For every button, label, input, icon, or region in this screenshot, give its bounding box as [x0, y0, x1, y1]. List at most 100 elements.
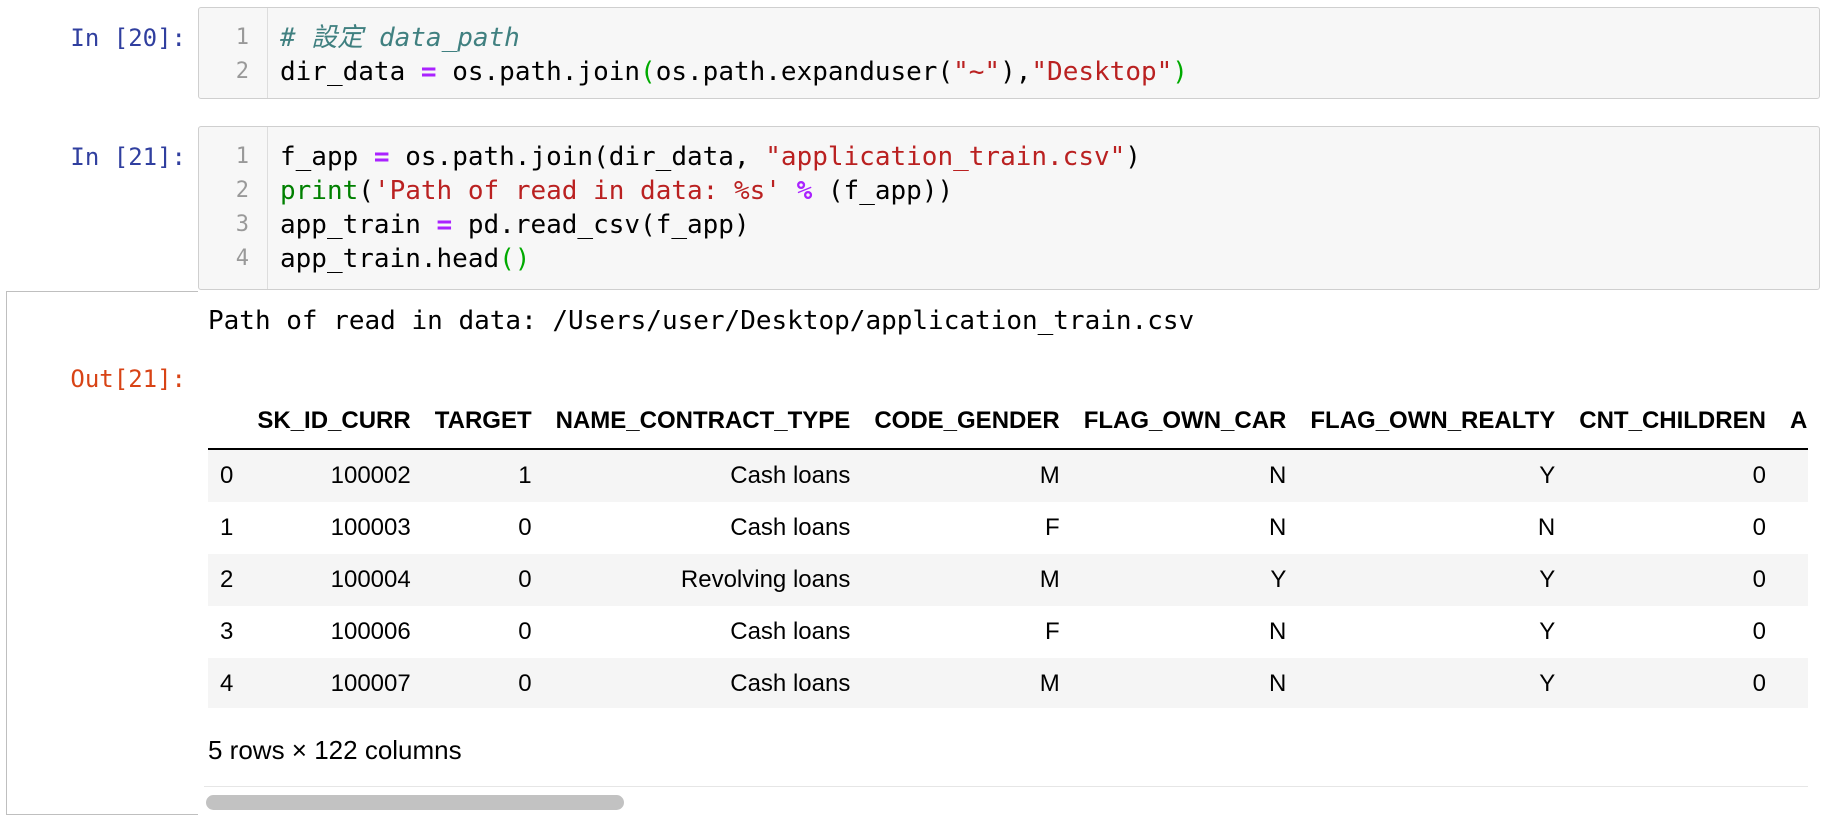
code-token: [781, 176, 797, 206]
row-index: 2: [220, 566, 234, 593]
table-cell: N: [1269, 618, 1287, 645]
output-prompt-21: Out[21]:: [70, 365, 186, 393]
row-index: 1: [220, 514, 234, 541]
code-token: "Desktop": [1031, 57, 1173, 87]
row-index: 3: [220, 618, 234, 645]
line-number: 1: [235, 144, 249, 169]
table-cell: 0: [1752, 670, 1766, 697]
index-header: [208, 394, 246, 450]
code-line: dir_data = os.path.join(os.path.expandus…: [280, 55, 1188, 89]
line-number: 3: [235, 212, 249, 237]
table-cell: 0: [518, 618, 532, 645]
table-cell: F: [1045, 514, 1060, 541]
table-cell: 100004: [330, 566, 411, 593]
code-token: f_app: [280, 142, 374, 172]
code-token: "~": [953, 57, 1001, 87]
table-cell: N: [1269, 514, 1287, 541]
table-cell: Y: [1539, 670, 1556, 697]
input-prompt-21: In [21]:: [70, 143, 186, 171]
code-token: =: [436, 210, 453, 240]
code-token: "application_train.csv": [765, 142, 1126, 172]
code-token: print: [280, 176, 359, 206]
table-cell: M: [1039, 670, 1060, 697]
table-cell: Y: [1539, 566, 1556, 593]
column-header: SK_ID_CURR: [245, 394, 423, 450]
horizontal-scrollbar[interactable]: [204, 786, 1808, 813]
table-cell: 0: [1752, 514, 1766, 541]
code-line: app_train = pd.read_csv(f_app): [280, 208, 750, 242]
table-cell: 0: [1752, 566, 1766, 593]
code-token: pd.read_csv(f_app): [452, 210, 750, 240]
code-cell-21[interactable]: 1 2 3 4 f_app = os.path.join(dir_data, "…: [198, 126, 1820, 290]
table-cell: 100003: [330, 514, 411, 541]
code-line: f_app = os.path.join(dir_data, "applicat…: [280, 140, 1141, 174]
code-line: # 設定 data_path: [280, 21, 520, 55]
code-token: # 設定 data_path: [280, 23, 520, 53]
table-cell: Cash loans: [730, 618, 851, 645]
table-cell: N: [1537, 514, 1556, 541]
code-token: ): [1125, 142, 1141, 172]
table-row: 1 100003 0 Cash loans F N N 0: [208, 502, 1808, 554]
column-header: CODE_GENDER: [862, 394, 1072, 450]
code-token: (f_app)): [812, 176, 954, 206]
line-number-gutter: 1 2 3 4: [199, 127, 268, 289]
table-cell: 100002: [330, 462, 411, 489]
code-token: os.path.join: [436, 57, 641, 87]
table-cell: Y: [1270, 566, 1287, 593]
table-cell: M: [1039, 566, 1060, 593]
table-cell: 0: [518, 670, 532, 697]
code-token: (: [640, 57, 656, 87]
table-cell: Cash loans: [730, 462, 851, 489]
table-cell: [1778, 554, 1808, 606]
code-token: (): [499, 244, 531, 274]
code-token: os.path.expanduser(: [655, 57, 954, 87]
code-token: 'Path of read in data: %s': [373, 176, 781, 206]
line-number: 2: [235, 59, 249, 84]
code-line: app_train.head(): [280, 242, 530, 276]
code-token: ): [1172, 57, 1188, 87]
table-cell: Cash loans: [730, 670, 851, 697]
table-cell: N: [1269, 670, 1287, 697]
table-cell: Revolving loans: [680, 566, 851, 593]
table-cell: 0: [1752, 462, 1766, 489]
table-cell: Y: [1539, 462, 1556, 489]
code-token: =: [420, 57, 437, 87]
code-token: os.path.join(dir_data,: [389, 142, 766, 172]
stdout-text: Path of read in data: /Users/user/Deskto…: [208, 306, 1195, 336]
table-cell: 0: [518, 514, 532, 541]
code-token: =: [373, 142, 390, 172]
table-cell: F: [1045, 618, 1060, 645]
column-header: FLAG_OWN_CAR: [1071, 394, 1299, 450]
scrollbar-thumb[interactable]: [206, 795, 624, 810]
column-header: FLAG_OWN_REALTY: [1298, 394, 1568, 450]
code-token: dir_data: [280, 57, 421, 87]
output-collapser[interactable]: [6, 291, 198, 815]
table-cell: Cash loans: [730, 514, 851, 541]
table-cell: [1778, 606, 1808, 658]
table-cell: N: [1269, 462, 1287, 489]
code-token: ),: [1000, 57, 1032, 87]
column-header: TARGET: [422, 394, 544, 450]
code-line: print('Path of read in data: %s' % (f_ap…: [280, 174, 953, 208]
line-number-gutter: 1 2: [199, 8, 268, 98]
table-cell: Y: [1539, 618, 1556, 645]
table-cell: [1778, 502, 1808, 554]
code-token: %: [796, 176, 813, 206]
table-cell: M: [1039, 462, 1060, 489]
table-cell: [1778, 449, 1808, 502]
row-index: 0: [220, 462, 234, 489]
line-number: 1: [235, 25, 249, 50]
column-header: NAME_CONTRACT_TYPE: [543, 394, 863, 450]
code-token: app_train: [280, 210, 437, 240]
table-cell: 0: [1752, 618, 1766, 645]
code-token: (: [358, 176, 374, 206]
row-index: 4: [220, 670, 234, 697]
code-cell-20[interactable]: 1 2 # 設定 data_path dir_data = os.path.jo…: [198, 7, 1820, 99]
line-number: 2: [235, 178, 249, 203]
